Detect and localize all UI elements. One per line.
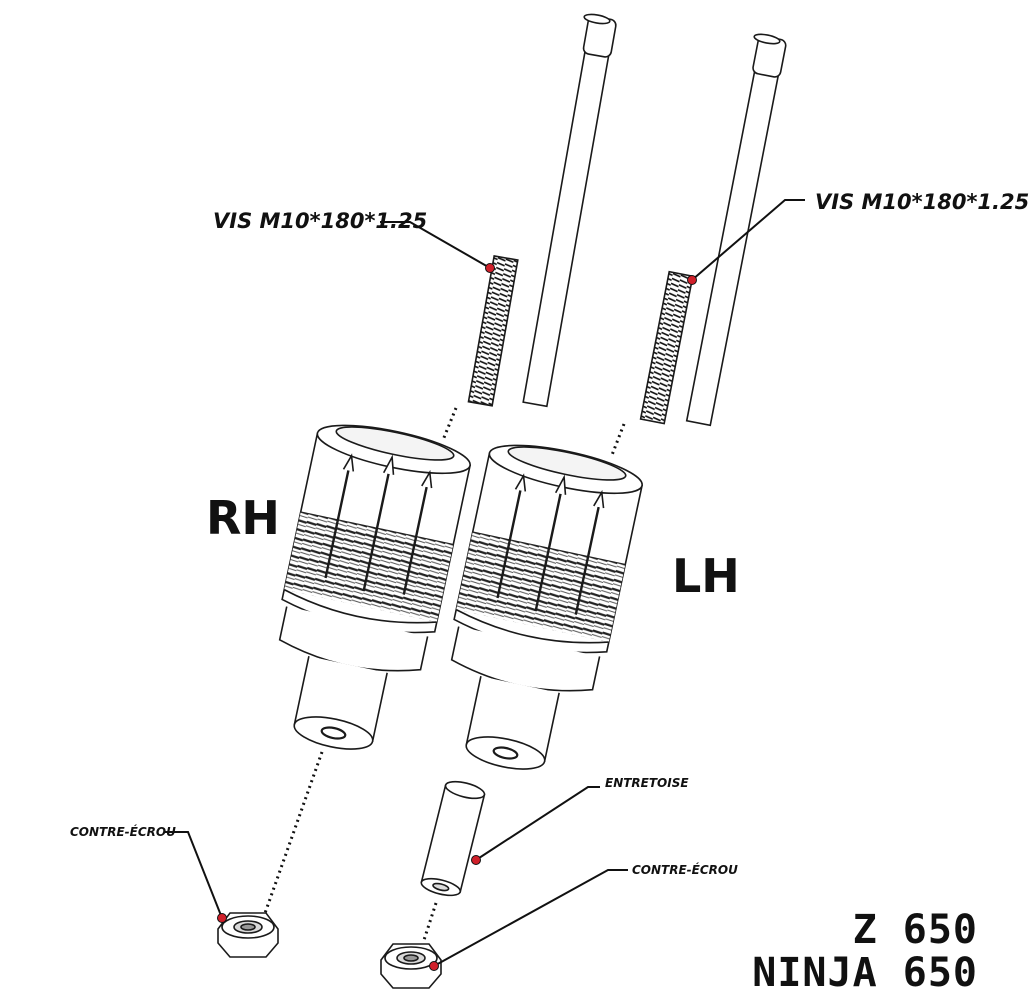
rh-screw [467,13,617,408]
label-screw-rh: VIS M10*180*1.25 [213,209,428,233]
rh-assembly [217,13,617,958]
rh-slider-body [278,424,471,750]
lh-screw [639,33,787,427]
leader-locknut-rh [164,831,223,919]
model-name-line2: NINJA 650 [752,950,978,996]
rh-axis-lower [262,751,324,917]
lh-slider-body [450,444,643,770]
model-name-line1: Z 650 [852,907,978,953]
leader-screw-rh [380,221,491,269]
exploded-parts-diagram [164,13,805,989]
marker-screw-lh [687,275,697,285]
lh-assembly [380,33,787,989]
label-side-lh: LH [672,549,740,603]
rh-lock-nut [217,912,279,958]
leader-spacer [475,786,600,861]
lh-axis-upper [610,423,626,456]
lh-spacer [420,780,486,897]
label-screw-lh: VIS M10*180*1.25 [815,190,1029,214]
label-spacer: ENTRETOISE [605,776,689,790]
lh-axis-lower [422,902,438,941]
marker-locknut-lh [429,961,439,971]
leader-lines [164,199,805,967]
rh-axis-upper [441,407,458,441]
marker-screw-rh [485,263,495,273]
label-locknut-rh: CONTRE-ÉCROU [70,825,176,839]
marker-dots [217,263,697,971]
lh-lock-nut [380,943,442,989]
marker-spacer [471,855,481,865]
label-side-rh: RH [206,491,280,545]
marker-locknut-rh [217,913,227,923]
leader-screw-lh [691,199,805,281]
leader-locknut-lh [433,869,628,967]
label-locknut-lh: CONTRE-ÉCROU [632,863,738,877]
